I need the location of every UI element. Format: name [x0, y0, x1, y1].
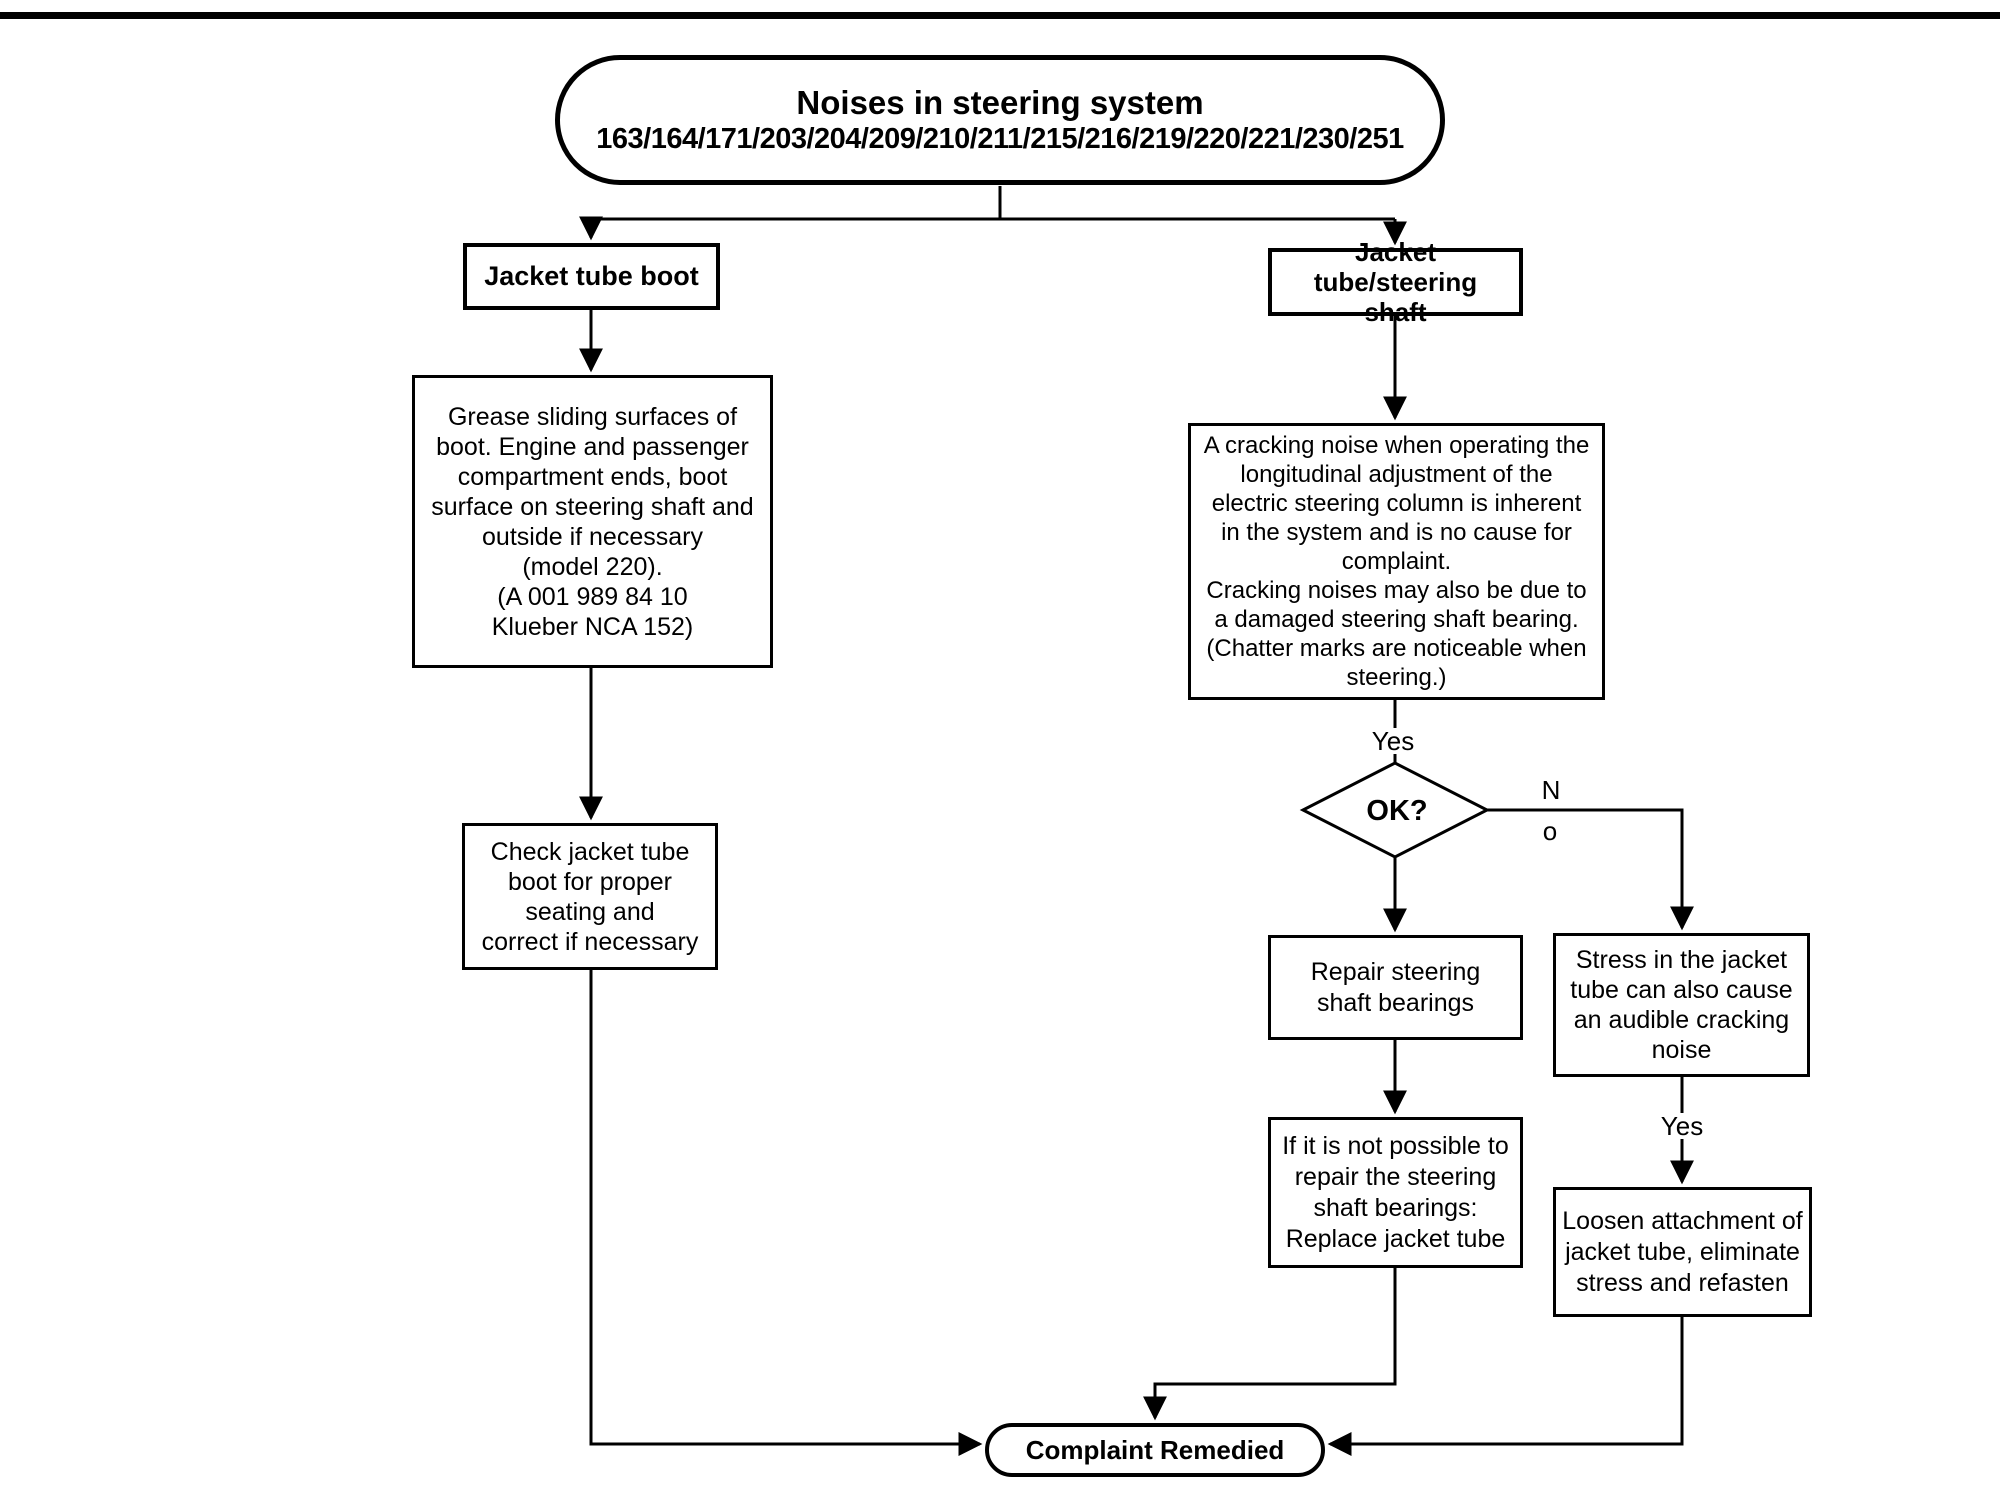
- box-loosen-attachment: Loosen attachment of jacket tube, elimin…: [1553, 1187, 1812, 1317]
- label-yes-top: Yes: [1365, 728, 1421, 754]
- model-codes: 163/164/171/203/204/209/210/211/215/216/…: [596, 123, 1404, 155]
- box-cracking-noise-note: A cracking noise when operating the long…: [1188, 423, 1605, 700]
- flowchart-title: Noises in steering system: [796, 84, 1204, 121]
- wire-loosen-to-terminal: [1327, 1317, 1684, 1456]
- box-if-not-possible-replace-jacket-tube: If it is not possible to repair the stee…: [1268, 1117, 1523, 1268]
- box-jacket-tube-steering-shaft: Jacket tube/steering shaft: [1268, 237, 1523, 327]
- box-repair-steering-shaft-bearings: Repair steering shaft bearings: [1268, 935, 1523, 1040]
- label-no-bottom-letter: o: [1542, 816, 1558, 846]
- page-top-rule: [0, 12, 2000, 19]
- label-yes-right: Yes: [1654, 1113, 1710, 1139]
- end-node-complaint-remedied: Complaint Remedied: [985, 1423, 1325, 1477]
- wire-if-box-to-terminal: [1143, 1268, 1397, 1421]
- start-node-noises-in-steering-system: Noises in steering system 163/164/171/20…: [555, 55, 1445, 185]
- wire-no-to-stress-box: [1487, 808, 1694, 931]
- box-grease-sliding-surfaces: Grease sliding surfaces of boot. Engine …: [412, 375, 773, 668]
- label-decision-ok: OK?: [1366, 795, 1428, 827]
- decision-diamond-shape: [1299, 761, 1491, 859]
- label-no-top-letter: N: [1541, 775, 1561, 805]
- box-stress-in-jacket-tube: Stress in the jacket tube can also cause…: [1553, 933, 1810, 1077]
- box-jacket-tube-boot: Jacket tube boot: [463, 243, 720, 310]
- wire-check-to-terminal: [589, 970, 983, 1456]
- box-check-jacket-tube-boot: Check jacket tube boot for proper seatin…: [462, 823, 718, 970]
